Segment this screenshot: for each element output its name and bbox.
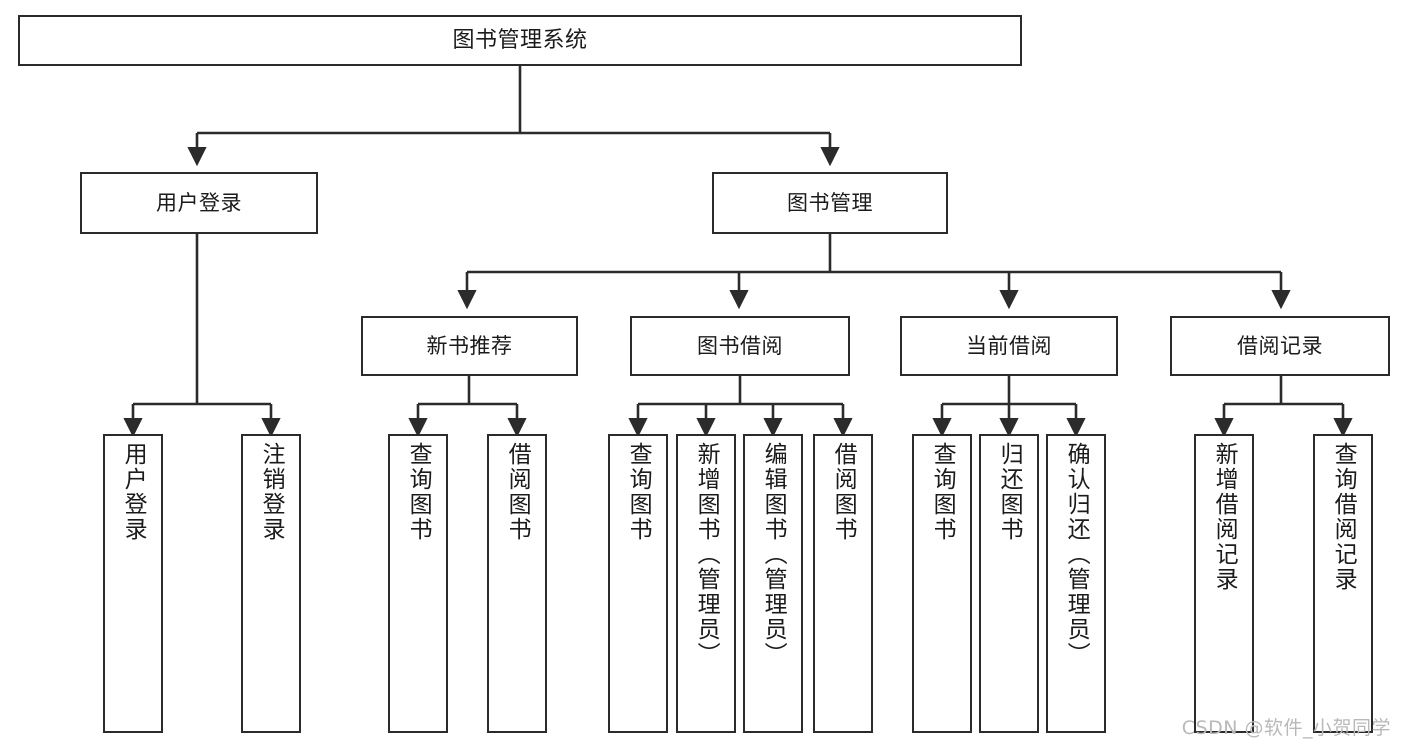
node-label: 注销登录: [258, 442, 285, 542]
node-new-book-recommend[interactable]: 新书推荐: [361, 316, 578, 376]
node-label: 用户登录: [120, 442, 147, 542]
node-label: 图书管理系统: [452, 27, 588, 53]
csdn-watermark: CSDN @软件_小贺同学: [1181, 717, 1391, 739]
leaf-record-query-borrow-record[interactable]: 查询借阅记录: [1313, 434, 1373, 733]
node-label: 确认归还（管理员）: [1063, 442, 1090, 667]
node-label: 归还图书: [996, 442, 1023, 542]
node-label: 编辑图书（管理员）: [760, 442, 787, 667]
leaf-new-book-borrow[interactable]: 借阅图书: [487, 434, 547, 733]
node-label: 查询借阅记录: [1330, 442, 1357, 592]
node-label: 用户登录: [156, 190, 242, 215]
node-label: 查询图书: [625, 442, 652, 542]
leaf-current-confirm-return-admin[interactable]: 确认归还（管理员）: [1046, 434, 1106, 733]
node-book-borrow[interactable]: 图书借阅: [630, 316, 850, 376]
leaf-new-book-query[interactable]: 查询图书: [388, 434, 448, 733]
node-label: 借阅记录: [1237, 333, 1323, 358]
node-label: 新书推荐: [426, 333, 513, 358]
node-label: 新增借阅记录: [1211, 442, 1238, 592]
node-label: 图书借阅: [697, 333, 783, 358]
node-root-library-system[interactable]: 图书管理系统: [18, 15, 1022, 66]
leaf-user-login-logout[interactable]: 注销登录: [241, 434, 301, 733]
node-label: 新增图书（管理员）: [693, 442, 720, 667]
node-label: 借阅图书: [504, 442, 531, 542]
node-book-management[interactable]: 图书管理: [712, 172, 948, 234]
node-label: 借阅图书: [830, 442, 857, 542]
node-label: 查询图书: [405, 442, 432, 542]
node-label: 查询图书: [929, 442, 956, 542]
leaf-borrow-edit-book-admin[interactable]: 编辑图书（管理员）: [743, 434, 803, 733]
leaf-borrow-borrow-book[interactable]: 借阅图书: [813, 434, 873, 733]
leaf-borrow-query-book[interactable]: 查询图书: [608, 434, 668, 733]
node-user-login[interactable]: 用户登录: [80, 172, 318, 234]
node-label: 当前借阅: [966, 333, 1052, 358]
leaf-record-add-borrow-record[interactable]: 新增借阅记录: [1194, 434, 1254, 733]
node-label: 图书管理: [787, 190, 873, 215]
leaf-current-return-book[interactable]: 归还图书: [979, 434, 1039, 733]
node-borrow-record[interactable]: 借阅记录: [1170, 316, 1390, 376]
leaf-user-login-login[interactable]: 用户登录: [103, 434, 163, 733]
node-current-borrow[interactable]: 当前借阅: [900, 316, 1118, 376]
leaf-borrow-add-book-admin[interactable]: 新增图书（管理员）: [676, 434, 736, 733]
leaf-current-query-book[interactable]: 查询图书: [912, 434, 972, 733]
